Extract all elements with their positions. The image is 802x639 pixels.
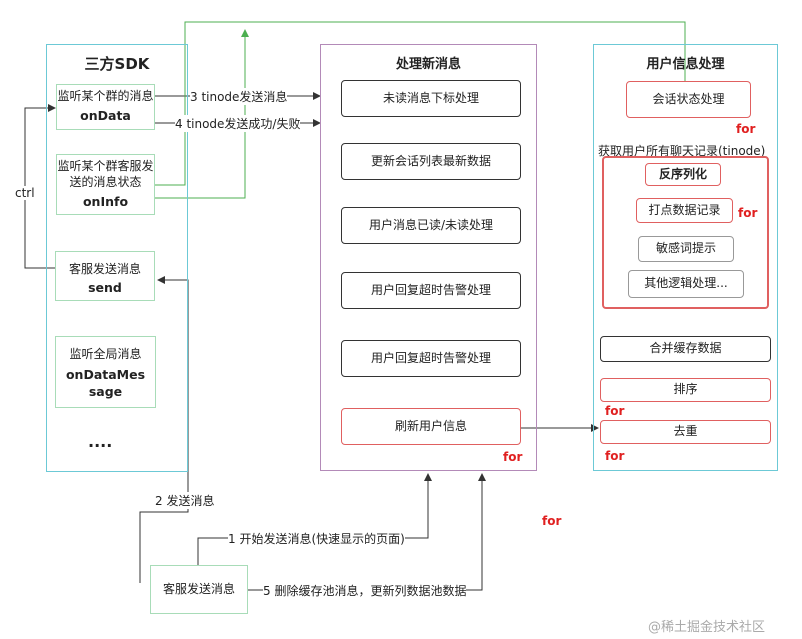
history-group-box — [602, 156, 769, 309]
sdk-panel: 三方SDK — [46, 44, 188, 472]
edge-1-label: 1 开始发送消息(快速显示的页面) — [228, 530, 405, 547]
watermark: @稀土掘金技术社区 — [648, 620, 766, 635]
edge-2-label: 2 发送消息 — [155, 492, 215, 509]
sender-label: 客服发送消息 — [162, 582, 235, 597]
oninfo-box: 监听某个群客服发送的消息状态 onInfo — [56, 154, 155, 215]
process-title: 处理新消息 — [395, 57, 461, 72]
edge-4-label: 4 tinode发送成功/失败 — [175, 115, 301, 132]
fetch-history-label: 获取用户所有聊天记录(tinode) — [598, 144, 766, 158]
ondata-box: 监听某个群的消息 onData — [56, 84, 155, 130]
userinfo-title: 用户信息处理 — [646, 57, 725, 72]
other-logic-box: 其他逻辑处理... — [628, 270, 744, 298]
userinfo-panel: 用户信息处理 — [593, 44, 778, 471]
process-step-3: 用户消息已读/未读处理 — [341, 207, 521, 244]
ondatamessage-en: onDataMessage — [65, 367, 146, 400]
process-step-1: 未读消息下标处理 — [341, 80, 521, 117]
dedupe-box: 去重 — [600, 420, 771, 444]
sdk-title: 三方SDK — [84, 55, 150, 73]
dedupe-for-label: for — [605, 449, 625, 463]
send-box: 客服发送消息 send — [55, 251, 155, 301]
green-up-connector — [155, 29, 249, 199]
session-for-label: for — [736, 122, 756, 136]
ondatamessage-box: 监听全局消息 onDataMessage — [55, 336, 156, 408]
process-for-label: for — [503, 450, 523, 464]
process-panel: 处理新消息 — [320, 44, 537, 471]
process-step-2: 更新会话列表最新数据 — [341, 143, 521, 180]
edge-5-label: 5 删除缓存池消息，更新列数据池数据 — [263, 582, 467, 599]
arrow-1 — [197, 473, 432, 565]
deserialize-box: 反序列化 — [645, 163, 721, 186]
oninfo-en: onInfo — [82, 194, 129, 210]
edge-3-label: 3 tinode发送消息 — [190, 88, 288, 105]
sort-box: 排序 — [600, 378, 771, 402]
send-cn: 客服发送消息 — [68, 262, 141, 276]
tracking-box: 打点数据记录 — [636, 198, 733, 223]
process-step-5: 用户回复超时告警处理 — [341, 340, 521, 377]
sdk-ellipsis: .... — [88, 432, 113, 451]
ondata-en: onData — [80, 108, 131, 124]
arrow-2 — [139, 276, 189, 583]
sender-box: 客服发送消息 — [150, 565, 248, 614]
send-en: send — [88, 280, 122, 296]
session-status-box: 会话状态处理 — [626, 81, 751, 118]
oninfo-cn: 监听某个群客服发送的消息状态 — [57, 159, 154, 190]
tracking-for-label: for — [738, 206, 758, 220]
sensitive-word-box: 敏感词提示 — [638, 236, 734, 262]
ondatamessage-cn: 监听全局消息 — [69, 347, 142, 361]
merge-cache-box: 合并缓存数据 — [600, 336, 771, 362]
process-step-refresh: 刷新用户信息 — [341, 408, 521, 445]
ondata-cn: 监听某个群的消息 — [57, 89, 154, 103]
stray-for-label: for — [542, 514, 562, 528]
sort-for-label: for — [605, 404, 625, 418]
ctrl-label: ctrl — [15, 186, 35, 200]
process-step-4: 用户回复超时告警处理 — [341, 272, 521, 309]
